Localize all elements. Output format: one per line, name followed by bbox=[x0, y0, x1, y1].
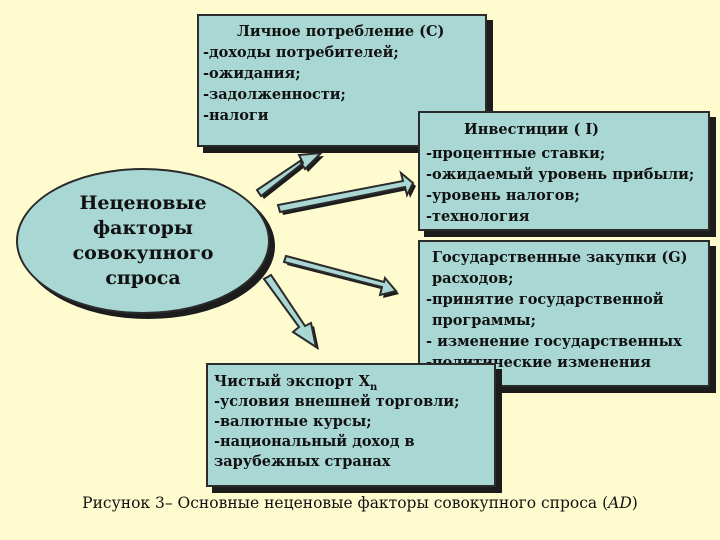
net-export-item: -национальный доход в bbox=[214, 433, 415, 450]
investment-item: -технология bbox=[426, 208, 530, 225]
caption-italic: AD bbox=[608, 494, 632, 512]
caption-prefix: Рисунок 3– Основные неценовые факторы со… bbox=[82, 494, 609, 512]
consumption-item: -задолженности; bbox=[203, 86, 346, 103]
arrow-to-investment bbox=[276, 170, 415, 214]
figure-caption: Рисунок 3– Основные неценовые факторы со… bbox=[0, 494, 720, 512]
government-item: - изменение государственных bbox=[426, 333, 682, 350]
government-box: Государственные закупки (G) расходов; -п… bbox=[418, 240, 710, 387]
net-export-title-subscript: n bbox=[369, 381, 378, 393]
caption-suffix: ) bbox=[631, 494, 638, 512]
government-item: расходов; bbox=[432, 270, 514, 287]
consumption-item: -налоги bbox=[203, 107, 269, 124]
arrow-to-consumption bbox=[255, 151, 324, 198]
consumption-item: -доходы потребителей; bbox=[203, 44, 399, 61]
investment-item: -уровень налогов; bbox=[426, 187, 580, 204]
arrow-to-government bbox=[282, 254, 398, 297]
consumption-title: Личное потребление (С) bbox=[237, 23, 445, 40]
net-export-item: зарубежных странах bbox=[214, 453, 391, 470]
center-label: Неценовые факторы совокупного спроса bbox=[72, 192, 214, 289]
investment-item: -процентные ставки; bbox=[426, 145, 606, 162]
government-item: -принятие государственной bbox=[426, 291, 664, 308]
government-title: Государственные закупки (G) bbox=[432, 249, 688, 266]
government-item: программы; bbox=[432, 312, 536, 329]
center-ellipse: Неценовые факторы совокупного спроса bbox=[16, 168, 270, 314]
investment-title: Инвестиции ( I) bbox=[464, 121, 600, 138]
investment-box: Инвестиции ( I) -процентные ставки; -ожи… bbox=[418, 111, 710, 231]
net-export-item: -валютные курсы; bbox=[214, 413, 372, 430]
investment-item: -ожидаемый уровень прибыли; bbox=[426, 166, 695, 183]
net-export-title: Чистый экспорт Xn bbox=[214, 371, 494, 392]
arrow-to-net-export bbox=[262, 273, 318, 350]
net-export-box: Чистый экспорт Xn -условия внешней торго… bbox=[206, 363, 496, 487]
consumption-item: -ожидания; bbox=[203, 65, 301, 82]
arrow-shadow-c bbox=[260, 156, 324, 199]
net-export-item: -условия внешней торговли; bbox=[214, 393, 460, 410]
net-export-title-text: Чистый экспорт X bbox=[214, 373, 370, 390]
